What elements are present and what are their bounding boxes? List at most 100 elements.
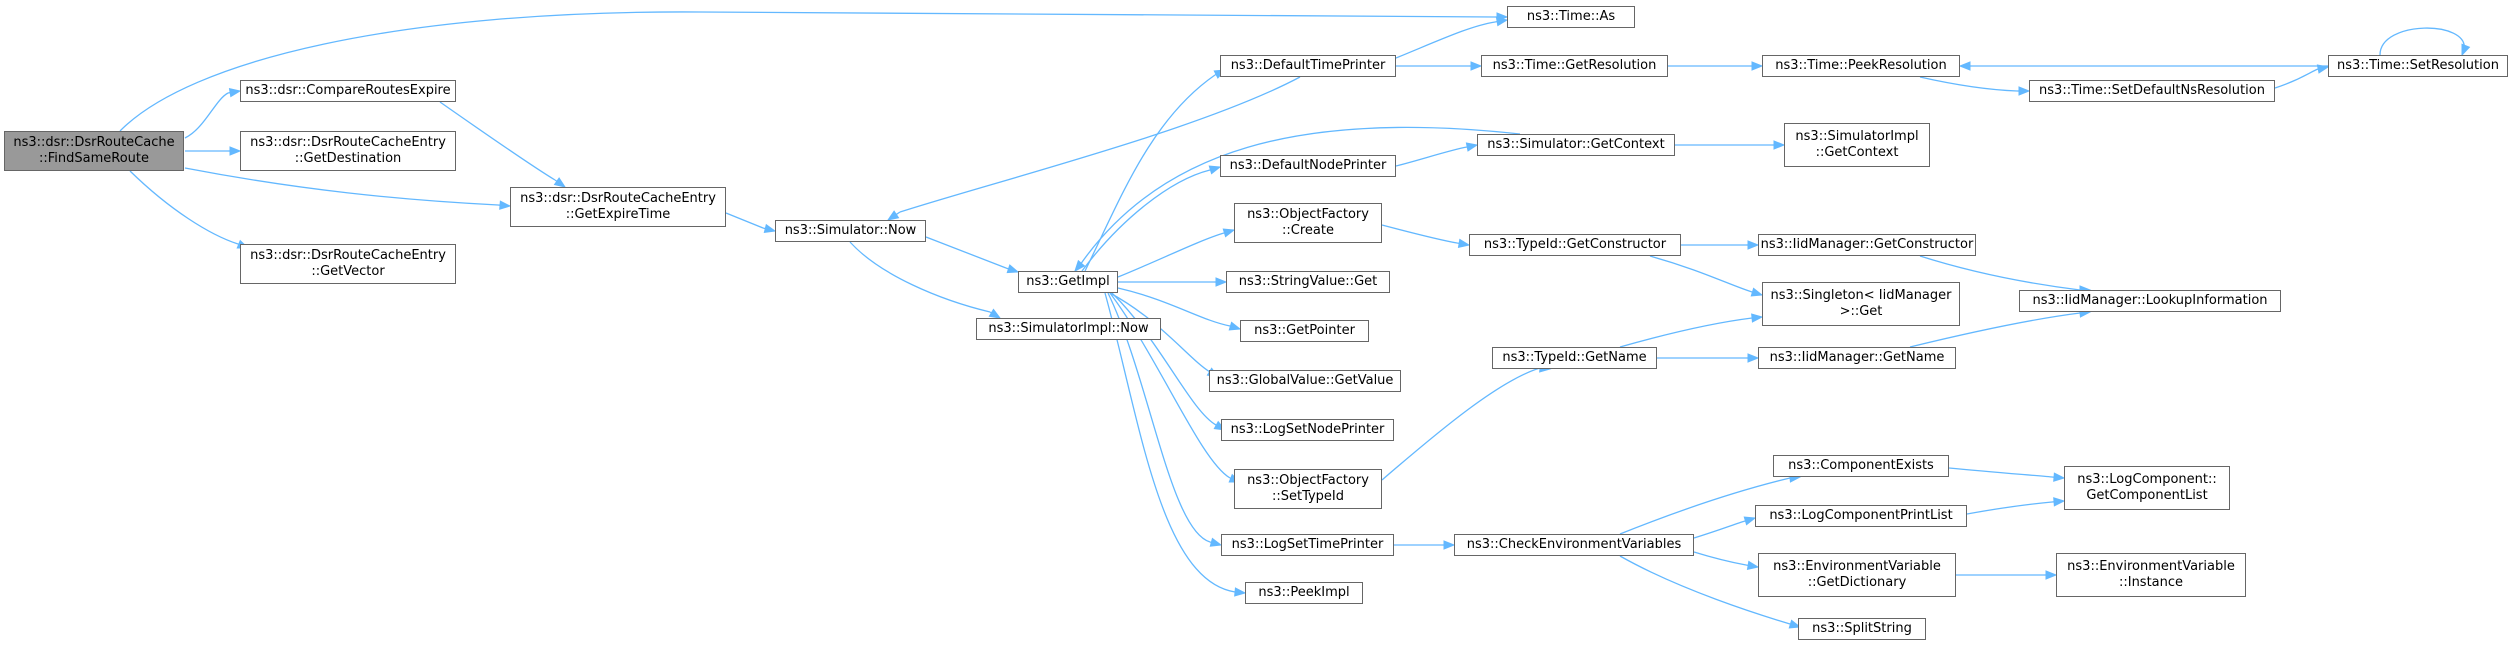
node-logsetnodeprinter[interactable]: ns3::LogSetNodePrinter	[1221, 419, 1394, 441]
node-getdestination[interactable]: ns3::dsr::DsrRouteCacheEntry::GetDestina…	[240, 131, 456, 171]
node-iidmanager-lookupinformation-line-1: ns3::IidManager::LookupInformation	[2032, 293, 2268, 308]
node-checkenvironmentvariables[interactable]: ns3::CheckEnvironmentVariables	[1454, 534, 1694, 556]
edge-arrowhead	[2461, 43, 2471, 57]
edge-arrowhead	[1215, 277, 1228, 287]
node-simulator-getcontext-line-1: ns3::Simulator::GetContext	[1487, 137, 1665, 152]
node-defaulttimeprinter[interactable]: ns3::DefaultTimePrinter	[1220, 55, 1396, 77]
node-getimpl[interactable]: ns3::GetImpl	[1018, 271, 1118, 293]
node-peekimpl[interactable]: ns3::PeekImpl	[1245, 582, 1363, 604]
edge-arrowhead	[1958, 61, 1971, 71]
node-typeid-getconstructor[interactable]: ns3::TypeId::GetConstructor	[1469, 234, 1681, 256]
edge-time-peekresolution-to-time-setdefaultnsresolution	[1919, 76, 2031, 96]
edge-getdictionary-to-environmentvariable-instance	[1956, 570, 2058, 580]
node-componentexists[interactable]: ns3::ComponentExists	[1773, 455, 1949, 477]
edge-arrowhead	[2053, 472, 2066, 482]
node-simulatorimpl-getcontext[interactable]: ns3::SimulatorImpl::GetContext	[1784, 123, 1930, 167]
node-getexpiretime-line-1: ns3::dsr::DsrRouteCacheEntry	[520, 191, 716, 206]
node-globalvalue-getvalue[interactable]: ns3::GlobalValue::GetValue	[1209, 370, 1401, 392]
node-stringvalue-get[interactable]: ns3::StringValue::Get	[1226, 271, 1390, 293]
edge-typeid-getconstructor-to-singleton-get	[1649, 255, 1764, 297]
edge-arrowhead	[1747, 353, 1760, 363]
edge-checkenvironmentvariables-to-logcomponentprintlist	[1693, 516, 1757, 539]
edge-arrowhead	[1747, 240, 1760, 250]
node-getexpiretime[interactable]: ns3::dsr::DsrRouteCacheEntry::GetExpireT…	[510, 187, 726, 227]
edge-simulator-getcontext-to-simulatorimpl-getcontext	[1675, 140, 1786, 150]
node-logcomponentprintlist[interactable]: ns3::LogComponentPrintList	[1755, 505, 1967, 527]
node-findsameroute-line-1: ns3::dsr::DsrRouteCache	[13, 135, 175, 150]
edge-arrowhead	[1443, 540, 1456, 550]
node-typeid-getname-line-1: ns3::TypeId::GetName	[1502, 350, 1647, 365]
edge-defaulttimeprinter-to-simulator-now	[886, 76, 1301, 221]
node-getexpiretime-line-2: ::GetExpireTime	[565, 207, 671, 222]
node-typeid-getname[interactable]: ns3::TypeId::GetName	[1492, 347, 1657, 369]
node-splitstring-line-1: ns3::SplitString	[1812, 621, 1912, 636]
edge-defaulttimeprinter-to-time-getresolution	[1396, 61, 1483, 71]
node-time-as[interactable]: ns3::Time::As	[1507, 6, 1635, 28]
edge-findsameroute-to-getexpiretime	[184, 167, 512, 210]
node-compareroutesexpire-line-1: ns3::dsr::CompareRoutesExpire	[245, 83, 451, 98]
node-time-getresolution-line-1: ns3::Time::GetResolution	[1492, 58, 1657, 73]
edge-logsettimeprinter-to-checkenvironmentvariables	[1394, 540, 1456, 550]
node-time-as-line-1: ns3::Time::As	[1526, 9, 1616, 24]
node-getdestination-line-1: ns3::dsr::DsrRouteCacheEntry	[250, 135, 446, 150]
node-simulatorimpl-now[interactable]: ns3::SimulatorImpl::Now	[976, 318, 1161, 340]
node-globalvalue-getvalue-line-1: ns3::GlobalValue::GetValue	[1216, 373, 1394, 388]
edge-arrowhead	[1222, 228, 1236, 238]
edge-arrowhead	[499, 200, 512, 210]
node-splitstring[interactable]: ns3::SplitString	[1798, 618, 1926, 640]
node-logcomponentprintlist-line-1: ns3::LogComponentPrintList	[1769, 508, 1953, 523]
node-iidmanager-lookupinformation[interactable]: ns3::IidManager::LookupInformation	[2019, 290, 2281, 312]
edge-arrowhead	[1074, 259, 1086, 273]
edge-typeid-getname-to-singleton-get	[1619, 313, 1764, 348]
node-iidmanager-getname-line-1: ns3::IidManager::GetName	[1769, 350, 1945, 365]
node-time-setdefaultnsresolution[interactable]: ns3::Time::SetDefaultNsResolution	[2029, 80, 2275, 102]
node-logcomponent-getcomponentlist-line-2: GetComponentList	[2086, 488, 2208, 503]
node-environmentvariable-getdictionary-line-1: ns3::EnvironmentVariable	[1773, 559, 1941, 574]
node-logsettimeprinter[interactable]: ns3::LogSetTimePrinter	[1221, 534, 1394, 556]
node-environmentvariable-getdictionary[interactable]: ns3::EnvironmentVariable::GetDictionary	[1758, 553, 1956, 597]
edge-findsameroute-to-getvector	[129, 170, 250, 249]
edge-getimpl-to-logsetnodeprinter	[1111, 292, 1227, 431]
node-checkenvironmentvariables-line-1: ns3::CheckEnvironmentVariables	[1466, 537, 1682, 552]
edge-simulator-now-to-getimpl	[925, 236, 1020, 274]
node-getvector[interactable]: ns3::dsr::DsrRouteCacheEntry::GetVector	[240, 244, 456, 284]
node-time-peekresolution[interactable]: ns3::Time::PeekResolution	[1762, 55, 1960, 77]
node-getimpl-line-1: ns3::GetImpl	[1026, 274, 1110, 289]
edge-arrowhead	[1457, 238, 1471, 248]
node-environmentvariable-instance[interactable]: ns3::EnvironmentVariable::Instance	[2056, 553, 2246, 597]
edge-arrowhead	[1006, 264, 1020, 274]
edge-componentexists-to-getcomponentlist	[1948, 467, 2066, 482]
node-simulator-getcontext[interactable]: ns3::Simulator::GetContext	[1477, 134, 1675, 156]
edge-objectfactory-settypeid-to-typeid-getname	[1381, 363, 1552, 481]
node-logsetnodeprinter-line-1: ns3::LogSetNodePrinter	[1230, 422, 1385, 437]
node-compareroutesexpire[interactable]: ns3::dsr::CompareRoutesExpire	[240, 80, 456, 102]
edge-arrowhead	[1234, 587, 1247, 597]
edge-arrowhead	[228, 88, 242, 98]
node-time-setresolution-line-1: ns3::Time::SetResolution	[2337, 58, 2499, 73]
edge-arrowhead	[1470, 61, 1483, 71]
edge-time-setdefaultnsresolution-to-time-setresolution	[2274, 64, 2330, 89]
node-singleton-get[interactable]: ns3::Singleton< IidManager >::Get	[1762, 282, 1960, 326]
node-simulatorimpl-getcontext-line-2: ::GetContext	[1815, 145, 1899, 160]
node-objectfactory-settypeid[interactable]: ns3::ObjectFactory::SetTypeId	[1234, 469, 1382, 509]
node-simulator-now[interactable]: ns3::Simulator::Now	[775, 220, 926, 242]
edge-arrowhead	[1228, 321, 1242, 331]
node-defaultnodeprinter[interactable]: ns3::DefaultNodePrinter	[1220, 155, 1396, 177]
node-getpointer-line-1: ns3::GetPointer	[1254, 323, 1355, 338]
node-iidmanager-getname[interactable]: ns3::IidManager::GetName	[1758, 347, 1956, 369]
edge-typeid-getname-to-iidmanager-getname	[1657, 353, 1760, 363]
edge-arrowhead	[1209, 537, 1223, 547]
node-logcomponent-getcomponentlist[interactable]: ns3::LogComponent::GetComponentList	[2064, 466, 2230, 510]
edge-arrowhead	[1788, 619, 1802, 629]
node-getpointer[interactable]: ns3::GetPointer	[1240, 320, 1369, 342]
edge-arrowhead	[1746, 560, 1760, 570]
node-iidmanager-getconstructor[interactable]: ns3::IidManager::GetConstructor	[1758, 234, 1976, 256]
node-time-setresolution[interactable]: ns3::Time::SetResolution	[2328, 55, 2508, 77]
node-simulatorimpl-getcontext-line-1: ns3::SimulatorImpl	[1795, 129, 1919, 144]
edge-time-setresolution-to-time-peekresolution	[1958, 61, 2328, 71]
node-objectfactory-create[interactable]: ns3::ObjectFactory::Create	[1234, 203, 1382, 243]
node-objectfactory-create-line-2: ::Create	[1282, 223, 1334, 238]
edge-time-getresolution-to-time-peekresolution	[1668, 61, 1764, 71]
node-time-getresolution[interactable]: ns3::Time::GetResolution	[1481, 55, 1668, 77]
